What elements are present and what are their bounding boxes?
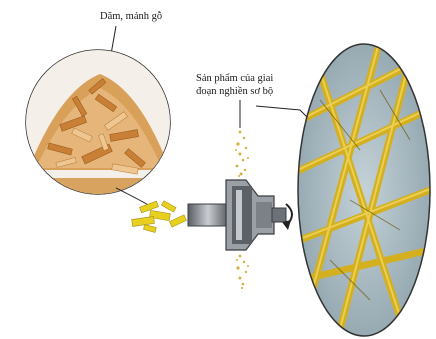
fiber-microscope-icon — [298, 39, 430, 336]
product-callout-to-fibers — [256, 106, 312, 122]
grinder-machine-icon — [188, 180, 286, 250]
ground-particles-top — [235, 131, 249, 177]
product-label-line1: Sản phẩm của giai — [196, 72, 273, 85]
product-label-line2: đoạn nghiền sơ bộ — [196, 85, 273, 98]
chips-connector — [116, 188, 150, 206]
wood-chips-label: Dăm, mảnh gỗ — [100, 10, 162, 23]
ground-particles-bottom — [236, 255, 249, 290]
product-label: Sản phẩm của giai đoạn nghiền sơ bộ — [196, 72, 273, 98]
small-chips-icon — [132, 201, 187, 233]
wood-chips-pile-icon — [20, 50, 180, 200]
